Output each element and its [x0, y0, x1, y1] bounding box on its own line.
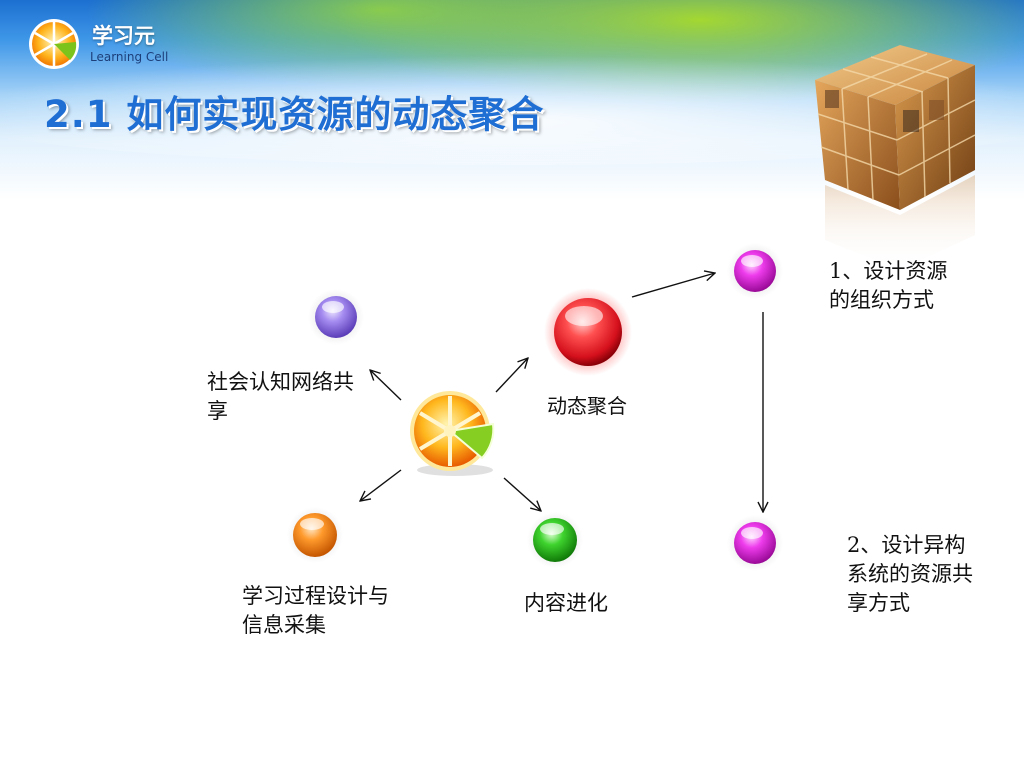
logo: 学习元 Learning Cell: [26, 16, 176, 72]
logo-name-cn: 学习元: [92, 24, 155, 48]
orange-slice-icon: [29, 19, 79, 69]
sphere-step2: [727, 515, 783, 571]
cube-photo-decoration: [815, 45, 976, 270]
label-dynamic-aggregation: 动态聚合: [547, 394, 627, 418]
logo-name-en: Learning Cell: [90, 50, 169, 64]
arrow-to-social: [370, 370, 402, 401]
sphere-process: [287, 507, 343, 563]
arrow-to-evolution: [503, 477, 541, 511]
sphere-step1: [727, 243, 783, 299]
label-process-design: 学习过程设计与信息采集: [242, 584, 389, 637]
sphere-social: [308, 289, 364, 345]
center-orange-icon: [410, 391, 495, 476]
label-content-evolution: 内容进化: [524, 591, 608, 615]
page-title: 2.1 如何实现资源的动态聚合: [44, 93, 545, 136]
sphere-evolution: [527, 512, 583, 568]
arrow-to-dynamic: [495, 358, 528, 393]
label-step2: 2、设计异构系统的资源共享方式: [847, 533, 973, 615]
label-step1: 1、设计资源的组织方式: [829, 259, 948, 312]
arrow-to-step1: [631, 273, 715, 298]
arrow-to-process: [360, 469, 402, 501]
label-social-network: 社会认知网络共享: [207, 370, 354, 423]
sphere-dynamic-aggregation: [544, 288, 632, 376]
